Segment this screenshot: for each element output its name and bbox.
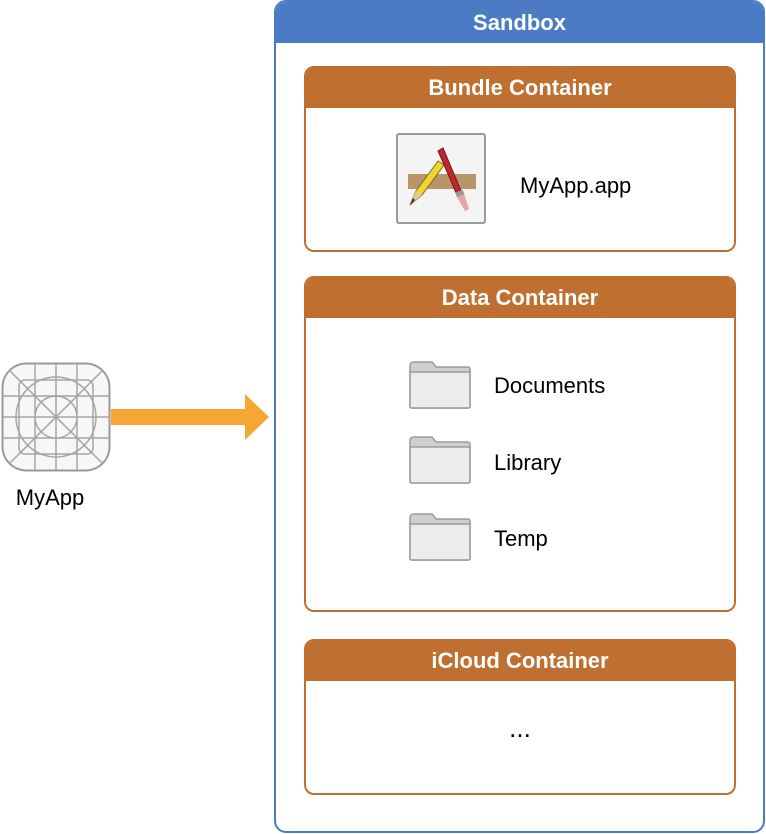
bundle-item-label: MyApp.app — [520, 173, 632, 198]
folder-label-documents: Documents — [494, 373, 606, 398]
app-grid-icon — [1, 362, 111, 472]
sandbox-panel: Sandbox — [274, 0, 765, 833]
icloud-content-ellipsis: ... — [509, 713, 531, 743]
arrow-right-icon — [111, 394, 269, 440]
data-container: Data Container Documents Library Temp — [304, 276, 736, 612]
app-label: MyApp — [15, 485, 85, 510]
sandbox-title: Sandbox — [276, 2, 763, 43]
folder-label-library: Library — [494, 450, 562, 475]
folder-icon — [409, 513, 471, 561]
app-bundle-icon — [396, 133, 486, 224]
folder-icon — [409, 361, 471, 409]
bundle-container: Bundle Container MyApp.app — [304, 66, 736, 252]
folder-icon — [409, 436, 471, 484]
icloud-container-title: iCloud Container — [306, 641, 734, 681]
icloud-container: iCloud Container ... — [304, 639, 736, 795]
folder-label-temp: Temp — [494, 526, 548, 551]
bundle-container-title: Bundle Container — [306, 68, 734, 108]
data-container-title: Data Container — [306, 278, 734, 318]
